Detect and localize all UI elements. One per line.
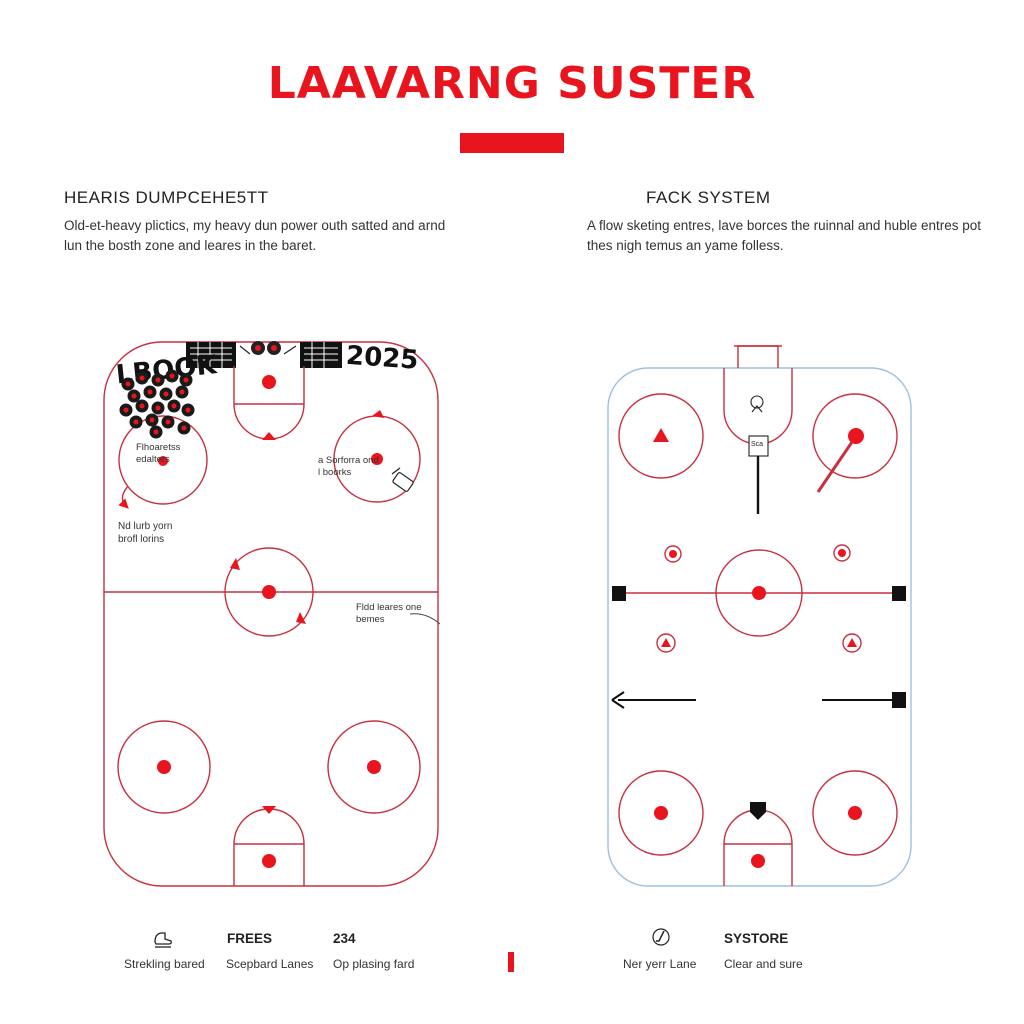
legend-item-4-label: Ner yerr Lane [623,957,697,971]
left-center-circle [224,547,314,637]
annotation-right-note: a Sorforra ond l boorks [318,455,379,478]
left-board-year: 2025 [345,341,419,376]
right-faceoff-circle-br [812,770,898,856]
stick-icon [652,928,670,946]
legend-divider-bar [508,952,514,972]
right-rink: Sca [607,345,912,887]
right-section-description: A flow sketing entres, lave borces the r… [587,218,981,253]
left-bottom-crease [233,808,305,886]
legend-item-2-title: FREES [227,931,273,946]
player-icon [750,395,764,413]
annotation-side-note: Nd lurb yorn brofl lorins [118,521,173,545]
movement-line-right [822,692,906,708]
whistle-icon [391,467,414,492]
right-goal-net [737,345,779,368]
left-faceoff-circle-br [327,720,421,814]
legend-item-3-title: 234 [333,931,356,946]
legend-item-3-label: Op plasing fard [333,957,415,971]
marker-label: Sca [751,441,763,448]
legend-item-1-label: Strekling bared [124,957,205,971]
right-bottom-crease [723,809,793,886]
annotation-circle-note: Flhoaretss edalters [136,442,181,465]
left-faceoff-circle-bl [117,720,211,814]
page-title: LAAVARNG SUSTER [267,58,757,109]
annotation-center-note: Fldd leares one bemes [356,602,422,625]
right-faceoff-circle-tl [618,393,704,479]
right-faceoff-circle-tr [812,393,898,479]
right-center-circle [715,549,803,637]
movement-arrow-left [611,691,696,709]
legend-item-5-title: SYSTORE [724,931,789,946]
legend-item-2-label: Scepbard Lanes [226,957,314,971]
right-rink-boards [607,367,912,887]
puck-cluster-icon [119,369,195,439]
skate-icon [154,932,172,948]
left-section-description: Old-et-heavy plictics, my heavy dun powe… [64,218,446,253]
left-scoreboard [186,341,342,368]
left-rink: LBOOK 2025 [103,341,441,887]
left-faceoff-circle-tl [118,415,208,505]
left-top-dot [262,375,276,389]
legend-item-5-label: Clear and sure [724,957,803,971]
title-underline [460,133,564,153]
right-faceoff-circle-bl [618,770,704,856]
left-section-heading: HEARIS DUMPCEHE5TT [64,188,269,207]
right-section-heading: FACK SYSTEM [646,188,771,207]
